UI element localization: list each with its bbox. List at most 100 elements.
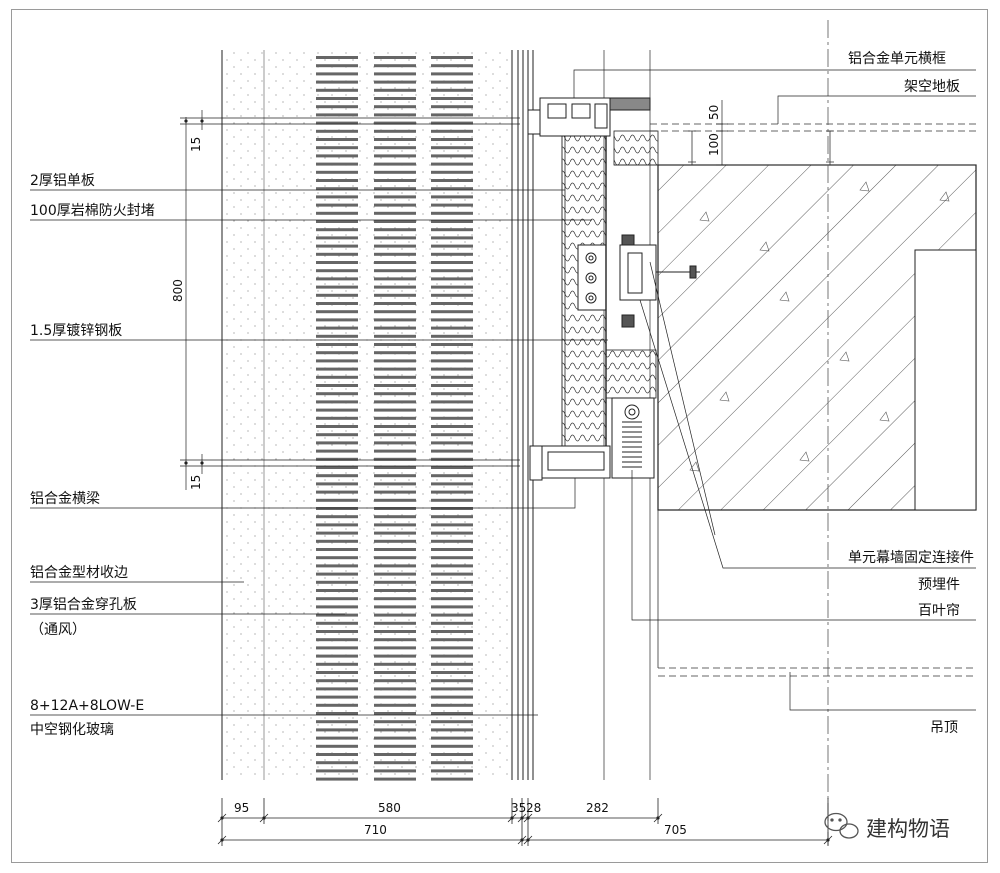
- perforation-slot: [431, 695, 473, 699]
- perforation-slot: [316, 441, 358, 445]
- perforation-slot: [431, 269, 473, 273]
- perforation-slot: [316, 220, 358, 223]
- watermark: 建构物语: [824, 812, 950, 841]
- label-glass-line2: 中空钢化玻璃: [30, 721, 114, 738]
- perforation-slot: [431, 466, 473, 469]
- perforation-slot: [374, 80, 416, 84]
- perforation-slot: [431, 400, 473, 404]
- perforation-slot: [431, 277, 473, 281]
- label-alu-profile-edge: 铝合金型材收边: [30, 565, 128, 581]
- perforation-slot: [316, 761, 358, 765]
- perforation-slot: [431, 646, 473, 650]
- perforation-slot: [374, 736, 416, 740]
- perforation-slot: [431, 736, 473, 740]
- perforation-slot: [316, 97, 358, 100]
- perforation-slot: [316, 367, 358, 371]
- perforation-slot: [431, 654, 473, 658]
- label-alu-unit-frame: 铝合金单元横框: [848, 51, 946, 67]
- perforation-slot: [316, 334, 358, 338]
- perforation-slot: [431, 769, 473, 773]
- perforation-slot: [431, 105, 473, 109]
- perforation-slot: [374, 482, 416, 486]
- dim-50: 50: [707, 105, 721, 120]
- perforation-slot: [374, 384, 416, 387]
- perforation-slot: [316, 113, 358, 117]
- perforation-slot: [316, 425, 358, 428]
- perforation-slot: [374, 121, 416, 125]
- perforation-slot: [316, 105, 358, 109]
- dim-580: 580: [378, 801, 401, 815]
- vertical-dimension-lines: [180, 100, 728, 490]
- perforation-slot: [374, 507, 416, 510]
- perforation-slot: [431, 580, 473, 584]
- perforation-slot: [374, 72, 416, 76]
- perforation-slot: [316, 400, 358, 404]
- perforation-slot: [431, 744, 473, 748]
- perforation-slot: [316, 252, 358, 256]
- perforation-slot: [431, 146, 473, 150]
- perforation-slot: [431, 425, 473, 428]
- perforation-slot: [374, 220, 416, 223]
- perforation-slot: [374, 531, 416, 535]
- perforation-slot: [374, 728, 416, 732]
- perforation-slot: [316, 162, 358, 166]
- perforation-slot: [431, 392, 473, 396]
- perforation-slot: [431, 679, 473, 683]
- top-unit-transom: [527, 97, 651, 137]
- suspended-ceiling-lines: [657, 510, 976, 677]
- perforation-slot: [431, 638, 473, 642]
- perforation-slot: [316, 564, 358, 568]
- perforation-slot: [374, 334, 416, 338]
- perforation-slot: [431, 384, 473, 387]
- perforation-slot: [316, 662, 358, 666]
- perforation-slot: [374, 654, 416, 658]
- perforation-slot: [431, 507, 473, 510]
- perforation-slot: [374, 261, 416, 264]
- perforation-slot: [374, 187, 416, 191]
- perforation-slot: [431, 703, 473, 707]
- label-galv-steel: 1.5厚镀锌钢板: [30, 322, 122, 339]
- perforation-slot: [431, 613, 473, 617]
- perforation-slot: [316, 687, 358, 691]
- perforation-slot: [316, 482, 358, 486]
- perforation-slot: [431, 220, 473, 223]
- perforation-slot: [316, 80, 358, 84]
- perforation-slot: [316, 457, 358, 461]
- watermark-text: 建构物语: [866, 817, 950, 841]
- dim-35: 35: [511, 801, 526, 815]
- lower-aluminum-beam: [529, 445, 611, 481]
- dim-710: 710: [364, 823, 387, 837]
- perforation-slot: [316, 556, 358, 560]
- perforation-slot: [431, 728, 473, 732]
- perforation-slot: [431, 416, 473, 420]
- perforation-slot: [316, 433, 358, 437]
- perforation-slot: [431, 564, 473, 568]
- perforation-slot: [316, 638, 358, 642]
- dim-15-bottom: 15: [189, 475, 203, 490]
- dim-705: 705: [664, 823, 687, 837]
- perforated-panel-area: [222, 50, 512, 780]
- perforation-slot: [316, 646, 358, 650]
- perforation-slot: [374, 277, 416, 281]
- perforation-slot: [374, 359, 416, 363]
- perforation-slot: [316, 203, 358, 207]
- perforation-slot: [431, 293, 473, 297]
- label-suspended-ceiling: 吊顶: [930, 720, 958, 736]
- perforation-slot: [431, 72, 473, 76]
- perforation-slot: [316, 72, 358, 76]
- perforation-slot: [316, 539, 358, 543]
- perforation-slot: [316, 244, 358, 248]
- perforation-slot: [431, 170, 473, 174]
- perforation-slot: [374, 548, 416, 551]
- perforation-slot: [374, 646, 416, 650]
- perforation-slot: [431, 302, 473, 305]
- perforation-slot: [316, 170, 358, 174]
- label-fixing-connector: 单元幕墙固定连接件: [848, 549, 974, 566]
- perforation-slot: [316, 277, 358, 281]
- perforation-slot: [431, 252, 473, 256]
- perforation-slot: [431, 203, 473, 207]
- perforation-slot: [374, 695, 416, 699]
- perforation-slot: [431, 318, 473, 322]
- perforation-slot: [316, 236, 358, 240]
- perforation-slot: [374, 318, 416, 322]
